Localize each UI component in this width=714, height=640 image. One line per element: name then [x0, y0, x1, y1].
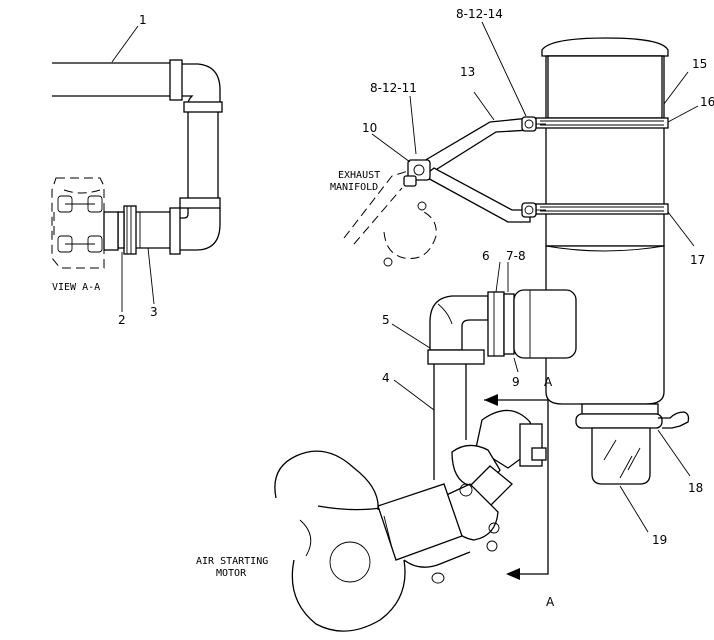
section-label-lower: A — [546, 595, 555, 609]
motor-label-line2: MOTOR — [216, 568, 247, 579]
callout-8-12-11: 8-12-11 — [370, 81, 417, 95]
section-marker-a — [484, 394, 549, 580]
motor-label-line1: AIR STARTING — [196, 556, 268, 567]
callout-3: 3 — [150, 305, 158, 319]
exhaust-manifold — [343, 159, 437, 267]
exhaust-label-line2: MANIFOLD — [330, 182, 378, 193]
callout-2: 2 — [118, 313, 126, 327]
callout-15: 15 — [692, 57, 707, 71]
exhaust-label-line1: EXHAUST — [338, 170, 380, 181]
air-cleaner-canister — [535, 37, 690, 485]
inlet-elbow — [427, 289, 577, 365]
connecting-tube — [433, 364, 467, 480]
leader-lines — [371, 21, 699, 533]
callout-17: 17 — [690, 253, 705, 267]
callout-9: 9 — [512, 375, 520, 389]
callout-16: 16 — [700, 95, 714, 109]
callout-19: 19 — [652, 533, 667, 547]
section-label-upper: A — [544, 375, 553, 389]
support-bracket — [410, 116, 546, 223]
callout-6: 6 — [482, 249, 490, 263]
callout-4: 4 — [382, 371, 390, 385]
callout-7-8: 7-8 — [506, 249, 526, 263]
callout-10: 10 — [362, 121, 377, 135]
pipe-assembly-left — [51, 25, 223, 312]
callout-8-12-14: 8-12-14 — [456, 7, 503, 21]
callout-18: 18 — [688, 481, 703, 495]
view-label: VIEW A-A — [52, 282, 100, 293]
air-starting-motor — [274, 450, 471, 632]
callout-1: 1 — [139, 13, 147, 27]
callout-5: 5 — [382, 313, 390, 327]
callout-13: 13 — [460, 65, 475, 79]
